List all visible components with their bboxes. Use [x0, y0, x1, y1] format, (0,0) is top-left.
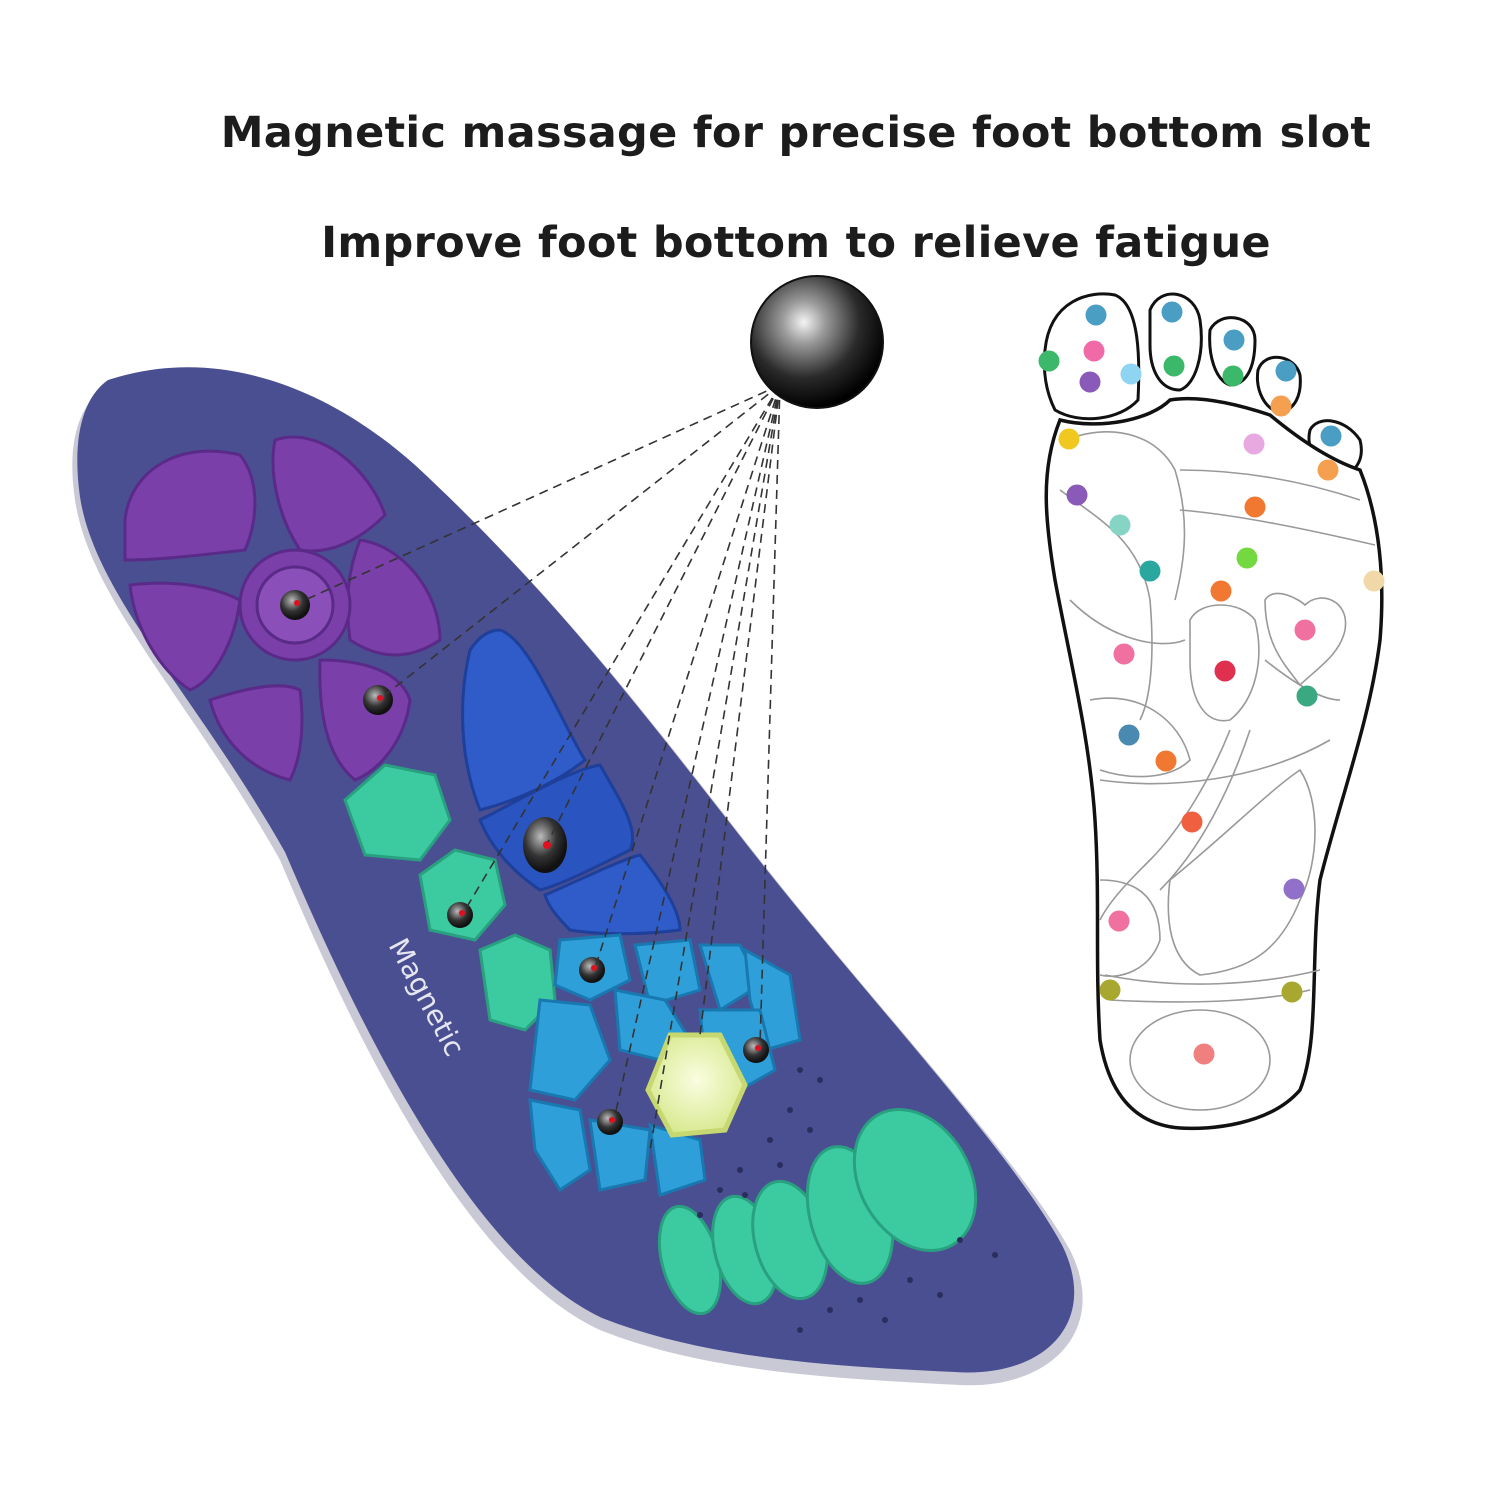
- reflex-point: [1275, 360, 1297, 382]
- foot-zone-lines: [1059, 431, 1376, 1111]
- gel-pad: [645, 1032, 748, 1138]
- reflex-point: [1108, 910, 1130, 932]
- reflex-point: [1161, 301, 1183, 323]
- reflex-point: [1139, 560, 1161, 582]
- reflex-point: [1193, 1043, 1215, 1065]
- reflex-point: [1281, 981, 1303, 1003]
- reflex-point: [1222, 365, 1244, 387]
- insole: Magnetic: [72, 367, 1083, 1386]
- reflex-point: [1320, 425, 1342, 447]
- reflex-point: [1155, 750, 1177, 772]
- reflex-point: [1066, 484, 1088, 506]
- reflex-point: [1079, 371, 1101, 393]
- arch-mint-pads: [343, 763, 557, 1032]
- reflex-point: [1118, 724, 1140, 746]
- reflex-point: [1243, 433, 1265, 455]
- reflex-point: [1363, 570, 1385, 592]
- reflex-point: [1296, 685, 1318, 707]
- reflex-point: [1294, 619, 1316, 641]
- reflex-point: [1244, 496, 1266, 518]
- reflex-point: [1113, 643, 1135, 665]
- reflex-point: [1085, 304, 1107, 326]
- reflex-point: [1163, 355, 1185, 377]
- headline-line-2: Improve foot bottom to relieve fatigue: [321, 218, 1271, 268]
- reflex-point: [1120, 363, 1142, 385]
- headline-line-1: Magnetic massage for precise foot bottom…: [220, 108, 1372, 158]
- reflex-point: [1099, 979, 1121, 1001]
- reflex-point: [1109, 514, 1131, 536]
- reflex-point: [1181, 811, 1203, 833]
- reflexology-chart: [1038, 292, 1385, 1131]
- reflex-point: [1038, 350, 1060, 372]
- reflex-point: [1283, 878, 1305, 900]
- reflex-point: [1210, 580, 1232, 602]
- foot-sole-outline: [1044, 396, 1384, 1131]
- forefoot-massage-pads: [528, 933, 802, 1197]
- toe-massage-pads: [657, 1107, 978, 1316]
- reflex-point: [1058, 428, 1080, 450]
- magnetic-studs: [280, 590, 769, 1135]
- magnet-ball-icon: [750, 275, 884, 409]
- magnet-lines: [304, 384, 781, 1151]
- reflex-point: [1317, 459, 1339, 481]
- reflex-point: [1270, 395, 1292, 417]
- ventilation-holes: [697, 1067, 998, 1333]
- reflex-points: [1038, 301, 1385, 1065]
- reflex-point: [1236, 547, 1258, 569]
- reflex-point: [1223, 329, 1245, 351]
- reflex-point: [1214, 660, 1236, 682]
- reflex-point: [1083, 340, 1105, 362]
